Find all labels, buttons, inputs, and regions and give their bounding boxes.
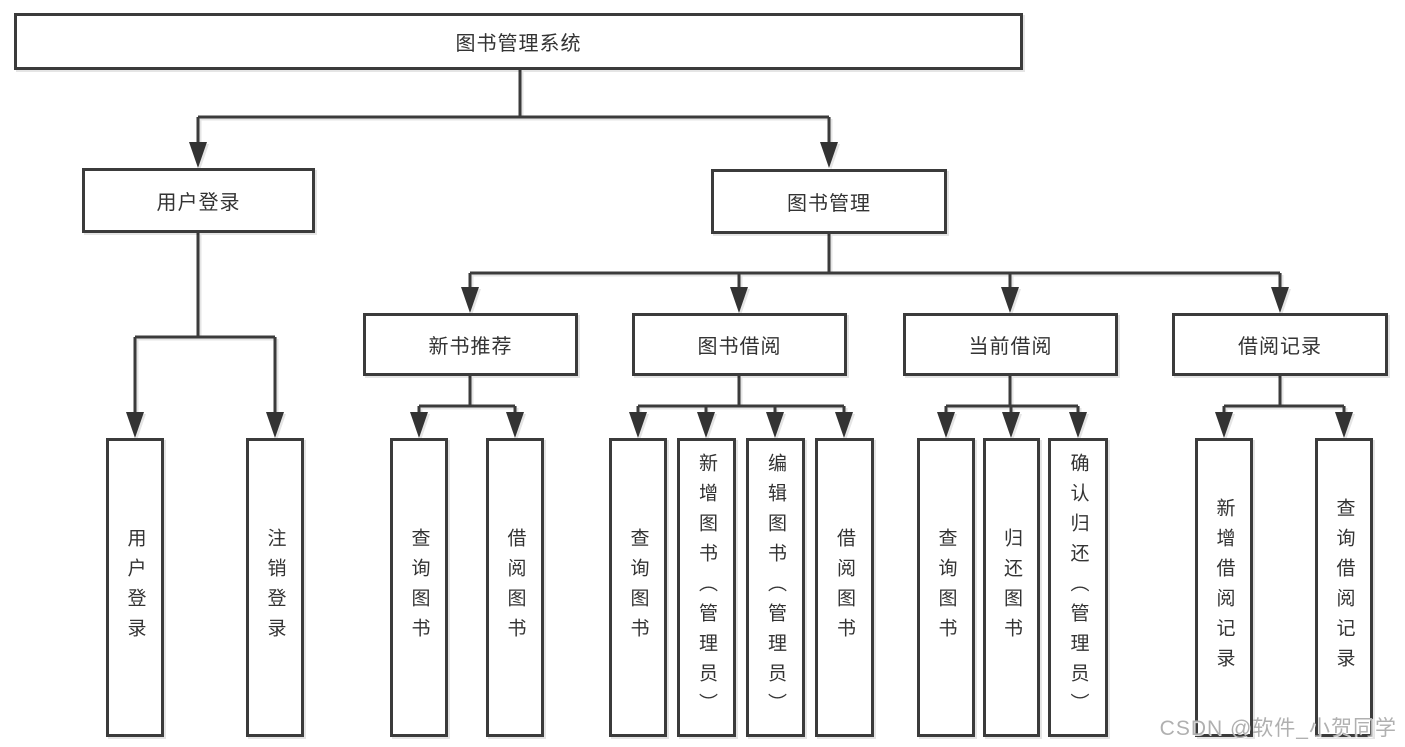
leaf-edit-books-admin: 编辑图书（管理员）	[746, 438, 805, 737]
node-borrowing-records-label: 借阅记录	[1238, 336, 1322, 358]
connector-newbook-to-leaves	[417, 376, 517, 414]
leaf-add-borrow-record-label: 新增借阅记录	[1213, 497, 1235, 678]
connector-currentborrow-to-leaves	[944, 376, 1080, 414]
node-root-label: 图书管理系统	[455, 33, 582, 55]
node-borrowing-records: 借阅记录	[1172, 313, 1388, 376]
connector-userlogin-to-leaves	[133, 233, 277, 414]
leaf-edit-books-admin-label: 编辑图书（管理员）	[765, 452, 786, 723]
node-current-borrowing: 当前借阅	[903, 313, 1118, 376]
leaf-add-books-admin-label: 新增图书（管理员）	[696, 452, 717, 723]
leaf-borrowing-query-books-label: 查询图书	[627, 527, 649, 648]
leaf-newbook-borrow-books: 借阅图书	[486, 438, 544, 737]
leaf-logout-label: 注销登录	[264, 527, 286, 648]
leaf-user-login-label: 用户登录	[124, 527, 146, 648]
node-book-management-label: 图书管理	[787, 193, 871, 215]
leaf-user-login: 用户登录	[106, 438, 164, 737]
connector-records-to-leaves	[1222, 376, 1346, 414]
csdn-watermark: CSDN @软件_小贺同学	[1159, 717, 1397, 740]
connector-bookborrow-to-leaves	[636, 376, 846, 414]
leaf-newbook-query-books-label: 查询图书	[408, 527, 430, 648]
leaf-return-books: 归还图书	[983, 438, 1040, 737]
leaf-query-borrow-record: 查询借阅记录	[1315, 438, 1373, 737]
leaf-add-books-admin: 新增图书（管理员）	[677, 438, 736, 737]
leaf-logout: 注销登录	[246, 438, 304, 737]
leaf-query-borrow-record-label: 查询借阅记录	[1333, 497, 1355, 678]
leaf-newbook-query-books: 查询图书	[390, 438, 448, 737]
leaf-confirm-return-admin: 确认归还（管理员）	[1048, 438, 1108, 737]
arrowhead-icons	[126, 142, 1353, 438]
node-book-management: 图书管理	[711, 169, 947, 234]
node-new-book-recommend: 新书推荐	[363, 313, 578, 376]
leaf-confirm-return-admin-label: 确认归还（管理员）	[1067, 452, 1089, 723]
node-book-borrowing-label: 图书借阅	[697, 336, 782, 358]
connector-bookmgmt-to-level3	[468, 234, 1282, 289]
node-book-borrowing: 图书借阅	[632, 313, 847, 376]
connector-root-to-level2	[196, 70, 831, 145]
leaf-return-books-label: 归还图书	[1001, 527, 1022, 648]
leaf-borrowing-borrow-books: 借阅图书	[815, 438, 874, 737]
node-user-login-label: 用户登录	[156, 192, 241, 214]
node-root-system: 图书管理系统	[14, 13, 1023, 70]
leaf-current-query-books: 查询图书	[917, 438, 975, 737]
node-new-book-recommend-label: 新书推荐	[428, 336, 513, 358]
leaf-add-borrow-record: 新增借阅记录	[1195, 438, 1253, 737]
node-user-login: 用户登录	[82, 168, 315, 233]
node-current-borrowing-label: 当前借阅	[968, 336, 1053, 358]
leaf-borrowing-borrow-books-label: 借阅图书	[834, 527, 855, 648]
leaf-newbook-borrow-books-label: 借阅图书	[504, 527, 526, 648]
leaf-current-query-books-label: 查询图书	[935, 527, 957, 648]
leaf-borrowing-query-books: 查询图书	[609, 438, 667, 737]
